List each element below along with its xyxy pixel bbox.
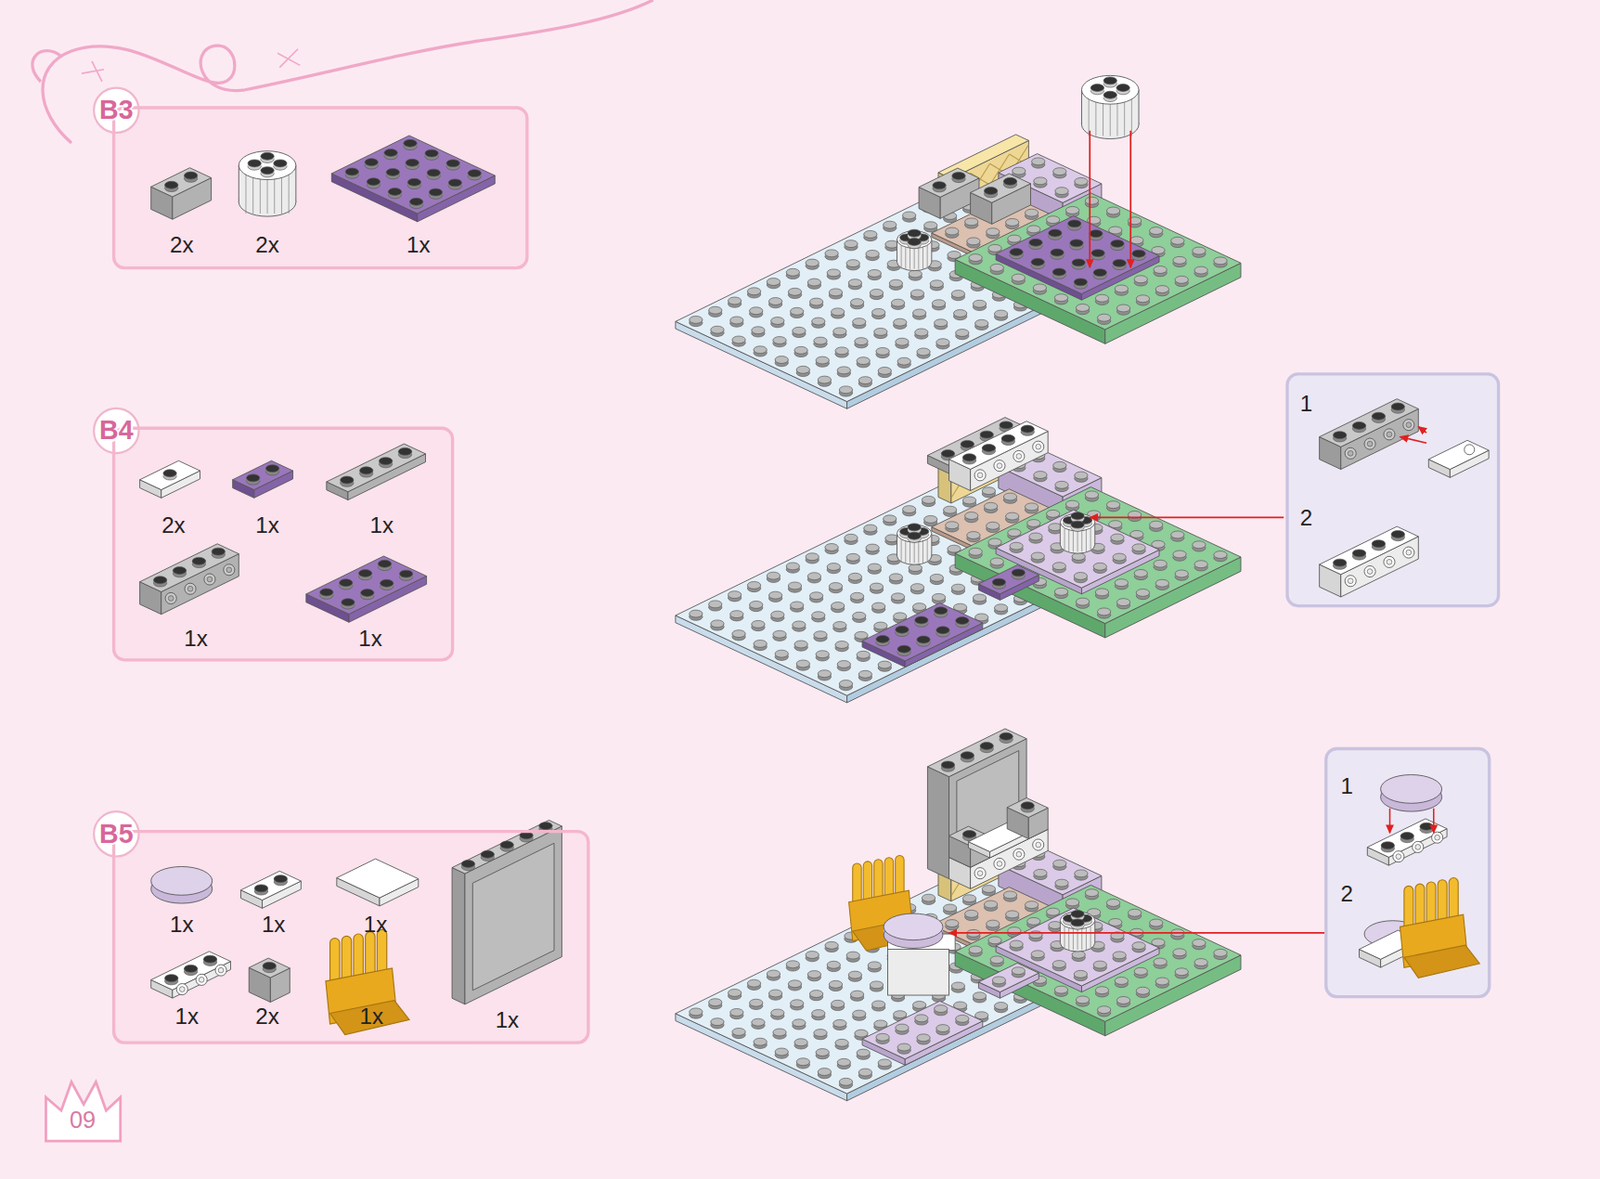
callout-number: 2: [1341, 880, 1354, 908]
sub-assembly-callout: 12: [1324, 747, 1491, 998]
sub-assembly-callout: 12: [1285, 372, 1500, 607]
crown-frame: [45, 1081, 120, 1141]
red-arrows: [949, 130, 1326, 933]
step-heading: B3: [99, 94, 134, 127]
callout-number: 2: [1300, 504, 1313, 532]
part-quantity: 1x: [359, 1003, 384, 1031]
part-quantity: 2x: [255, 1003, 280, 1031]
page-number: 09: [69, 1106, 96, 1135]
part-quantity: 1x: [363, 911, 388, 939]
part-quantity: 1x: [255, 512, 280, 540]
step-heading: B4: [99, 414, 134, 447]
part-quantity: 2x: [255, 232, 280, 259]
part-quantity: 1x: [174, 1003, 199, 1031]
part-quantity: 1x: [369, 512, 394, 540]
part-quantity: 1x: [169, 911, 194, 939]
part-quantity: 1x: [261, 911, 286, 939]
part-quantity: 1x: [495, 1006, 520, 1034]
part-quantity: 1x: [406, 232, 431, 259]
callout-number: 1: [1300, 390, 1313, 418]
step-heading: B5: [99, 817, 134, 850]
parts-panel: B32x2x1x: [112, 105, 530, 270]
parts-panel: B51x1x1x1x2x1x1x: [112, 829, 591, 1045]
part-quantity: 2x: [169, 232, 194, 259]
part-quantity: 1x: [358, 625, 383, 653]
callout-number: 1: [1341, 773, 1354, 800]
part-quantity: 2x: [161, 512, 186, 540]
parts-panel: B42x1x1x1x1x: [112, 426, 454, 662]
part-quantity: 1x: [183, 625, 208, 653]
